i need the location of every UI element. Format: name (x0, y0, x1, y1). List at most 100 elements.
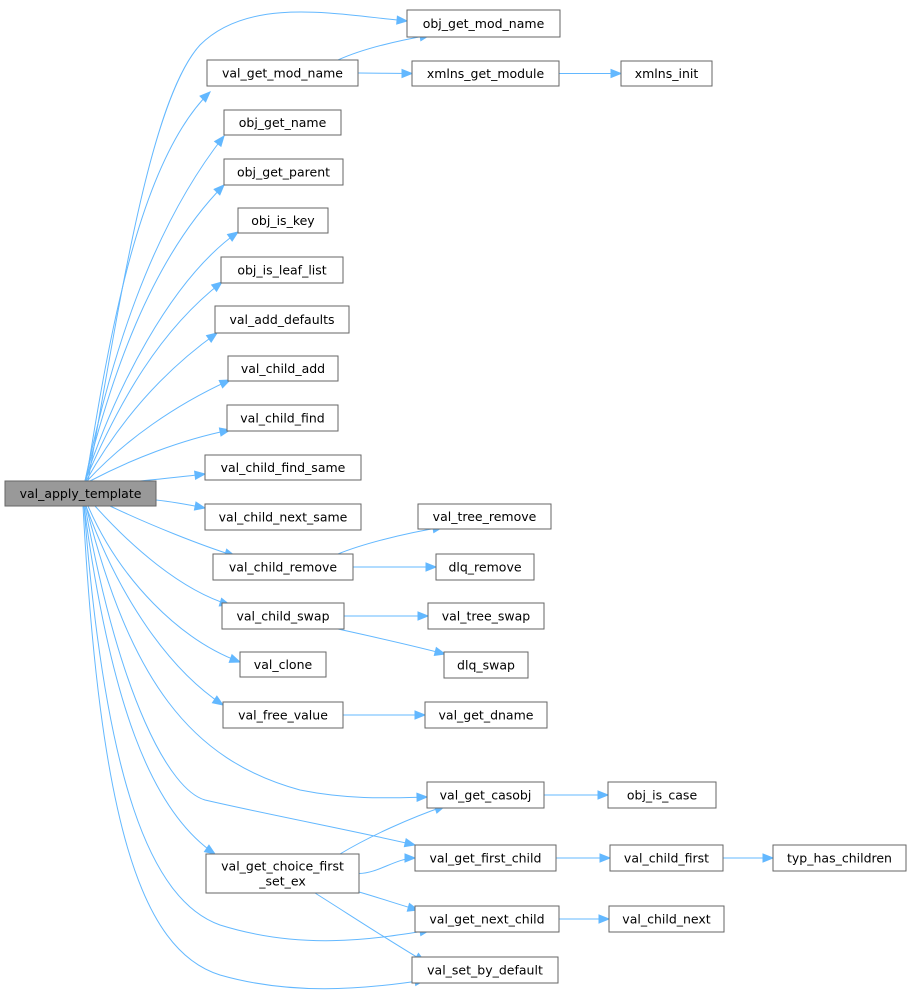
node-val-child-remove[interactable]: val_child_remove (212, 553, 354, 581)
node-xmlns-get-module[interactable]: xmlns_get_module (411, 60, 560, 87)
node-label: val_set_by_default (427, 963, 543, 978)
node-val-get-first-child[interactable]: val_get_first_child (414, 844, 557, 872)
node-box[interactable] (214, 305, 350, 334)
node-label: dlq_swap (457, 658, 515, 673)
node-val-add-defaults[interactable]: val_add_defaults (214, 305, 350, 334)
node-box[interactable] (205, 853, 360, 894)
node-label: val_child_remove (229, 560, 337, 575)
node-val-clone[interactable]: val_clone (239, 651, 327, 678)
node-box[interactable] (411, 956, 559, 984)
node-box[interactable] (411, 60, 560, 87)
node-box[interactable] (620, 60, 713, 87)
node-val-tree-swap[interactable]: val_tree_swap (427, 602, 545, 630)
node-box[interactable] (4, 480, 157, 507)
arrowhead-val_apply_template-to-obj_get_mod_name (396, 15, 409, 25)
node-box[interactable] (226, 404, 339, 432)
node-label: obj_is_case (627, 788, 698, 803)
edge-val_apply_template-to-obj_get_parent (84, 184, 225, 482)
node-val-get-choice-first-set-ex[interactable]: val_get_choice_first_set_ex (205, 853, 360, 894)
node-val-child-swap[interactable]: val_child_swap (221, 602, 345, 630)
node-val-child-next-same[interactable]: val_child_next_same (204, 503, 362, 531)
node-box[interactable] (204, 503, 362, 531)
node-box[interactable] (206, 59, 359, 87)
arrowhead-val_free_value-to-val_get_dname (414, 710, 427, 720)
arrowhead-val_child_swap-to-val_tree_swap (417, 611, 430, 621)
arrowhead-val_apply_template-to-val_get_choice_first_set_ex (203, 844, 217, 855)
node-xmlns-init[interactable]: xmlns_init (620, 60, 713, 87)
node-box[interactable] (772, 844, 907, 872)
node-label: val_child_next (622, 912, 710, 927)
node-val-free-value[interactable]: val_free_value (222, 701, 344, 729)
node-obj-is-leaf-list[interactable]: obj_is_leaf_list (220, 256, 344, 284)
edge-val_apply_template-to-val_get_choice_first_set_ex (83, 505, 216, 855)
node-val-apply-template[interactable]: val_apply_template (4, 480, 157, 507)
node-box[interactable] (608, 905, 725, 933)
node-val-child-add[interactable]: val_child_add (227, 355, 339, 382)
arrowhead-val_apply_template-to-val_child_add (218, 379, 232, 389)
node-box[interactable] (204, 454, 362, 481)
node-box[interactable] (221, 602, 345, 630)
edge-val_apply_template-to-val_get_casobj (85, 505, 428, 799)
node-box[interactable] (414, 905, 560, 933)
node-val-get-next-child[interactable]: val_get_next_child (414, 905, 560, 933)
node-label: val_free_value (238, 708, 328, 723)
node-box[interactable] (212, 553, 354, 581)
node-obj-get-mod-name[interactable]: obj_get_mod_name (406, 9, 561, 38)
node-val-get-mod-name[interactable]: val_get_mod_name (206, 59, 359, 87)
arrowhead-val_child_first-to-typ_has_children (762, 853, 775, 863)
node-label: val_get_choice_first (221, 859, 344, 874)
node-val-child-find-same[interactable]: val_child_find_same (204, 454, 362, 481)
edge-val_get_choice_first_set_ex-to-val_set_by_default (314, 892, 426, 963)
node-label: _set_ex (258, 874, 305, 889)
node-box[interactable] (227, 355, 339, 382)
node-obj-is-case[interactable]: obj_is_case (607, 781, 717, 809)
node-box[interactable] (406, 9, 561, 38)
node-dlq-swap[interactable]: dlq_swap (443, 651, 529, 679)
node-label: val_get_casobj (440, 788, 532, 803)
node-label: obj_get_name (239, 115, 327, 130)
node-box[interactable] (237, 207, 329, 234)
node-box[interactable] (239, 651, 327, 678)
node-val-set-by-default[interactable]: val_set_by_default (411, 956, 559, 984)
node-val-tree-remove[interactable]: val_tree_remove (417, 503, 552, 530)
node-box[interactable] (424, 701, 548, 729)
edge-val_apply_template-to-val_get_first_child (84, 505, 416, 846)
arrowhead-val_apply_template-to-val_child_next_same (193, 501, 207, 511)
node-label: val_child_first (624, 851, 709, 866)
node-box[interactable] (427, 602, 545, 630)
node-val-child-find[interactable]: val_child_find (226, 404, 339, 432)
node-box[interactable] (443, 651, 529, 679)
node-box[interactable] (223, 109, 342, 136)
node-box[interactable] (435, 553, 535, 581)
edge-val_apply_template-to-val_child_add (86, 379, 231, 482)
node-box[interactable] (609, 844, 724, 872)
edges-layer (82, 11, 775, 990)
edge-val_apply_template-to-val_child_find (89, 429, 231, 482)
node-box[interactable] (222, 701, 344, 729)
node-box[interactable] (220, 256, 344, 284)
node-typ-has-children[interactable]: typ_has_children (772, 844, 907, 872)
node-val-child-first[interactable]: val_child_first (609, 844, 724, 872)
node-label: obj_get_parent (237, 165, 330, 180)
node-label: val_child_next_same (219, 510, 348, 525)
node-box[interactable] (607, 781, 717, 809)
arrowhead-val_apply_template-to-obj_get_parent (213, 184, 225, 196)
node-label: val_add_defaults (229, 312, 334, 327)
node-val-get-casobj[interactable]: val_get_casobj (426, 781, 545, 809)
node-box[interactable] (417, 503, 552, 530)
node-obj-get-parent[interactable]: obj_get_parent (223, 158, 344, 186)
edge-val_get_mod_name-to-obj_get_mod_name (337, 34, 431, 61)
node-label: val_apply_template (20, 486, 142, 501)
node-val-child-next[interactable]: val_child_next (608, 905, 725, 933)
node-obj-get-name[interactable]: obj_get_name (223, 109, 342, 136)
node-obj-is-key[interactable]: obj_is_key (237, 207, 329, 234)
node-label: val_child_find_same (221, 460, 346, 475)
node-dlq-remove[interactable]: dlq_remove (435, 553, 535, 581)
edge-val_child_swap-to-dlq_swap (337, 628, 446, 655)
node-val-get-dname[interactable]: val_get_dname (424, 701, 548, 729)
node-box[interactable] (426, 781, 545, 809)
node-box[interactable] (223, 158, 344, 186)
node-label: obj_is_leaf_list (237, 263, 326, 278)
node-box[interactable] (414, 844, 557, 872)
